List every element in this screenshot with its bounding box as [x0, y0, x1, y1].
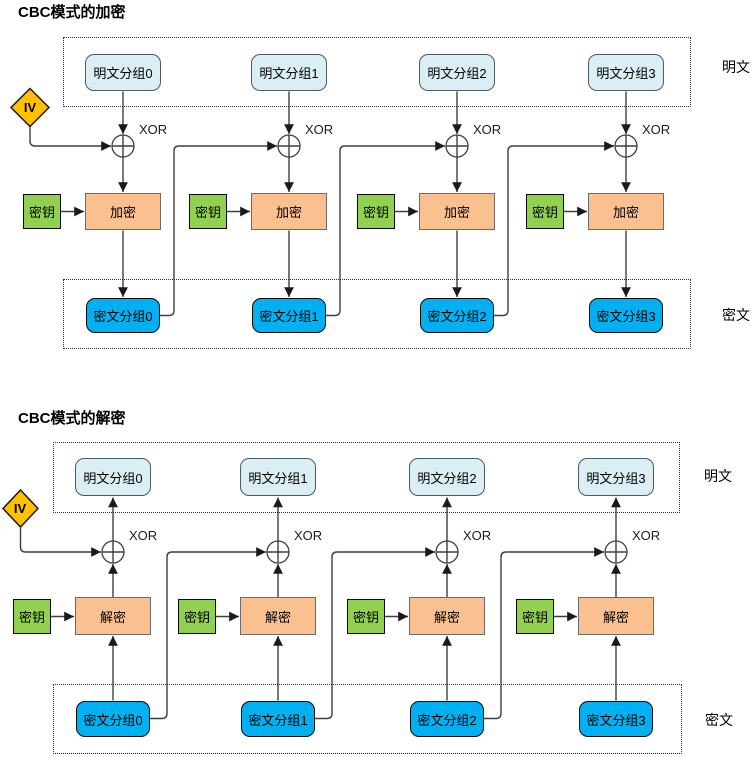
encrypt-box-2: 加密 [419, 193, 495, 230]
cipher-block-2: 密文分组2 [420, 298, 494, 333]
plaintext-group-frame [53, 442, 680, 513]
cipher-block-0: 密文分组0 [76, 701, 150, 737]
plaintext-group-frame [63, 37, 691, 107]
xor-label-1: XOR [294, 528, 323, 543]
xor-cross [267, 541, 289, 563]
encrypt-box-1: 加密 [251, 193, 327, 230]
ciphertext-row-label: 密文 [722, 307, 750, 323]
xor-cross [615, 135, 637, 157]
chain-cipher2-to-xor3 [484, 547, 604, 720]
cipher-block-2: 密文分组2 [410, 701, 484, 737]
plain-block-1: 明文分组1 [240, 458, 316, 496]
chain-cipher0-to-xor1 [160, 141, 277, 317]
key-box-0: 密钥 [23, 194, 61, 229]
chain-cipher0-to-xor1 [150, 547, 266, 720]
encryption-wires [9, 87, 638, 317]
plain-block-0: 明文分组0 [85, 54, 161, 91]
ciphertext-group-frame [53, 684, 682, 754]
xor-label-0: XOR [139, 122, 168, 137]
key-box-1: 密钥 [178, 599, 216, 634]
key-box-3: 密钥 [526, 194, 564, 229]
iv-wire [29, 126, 111, 151]
iv-label: IV [13, 501, 27, 516]
plain-block-0: 明文分组0 [75, 458, 151, 496]
xor-label-2: XOR [463, 528, 492, 543]
chain-cipher1-to-xor2 [326, 141, 445, 317]
plain-block-1: 明文分组1 [251, 54, 327, 91]
iv-wire [19, 527, 101, 557]
cipher-block-0: 密文分组0 [86, 298, 160, 333]
key-box-1: 密钥 [189, 194, 227, 229]
iv-label: IV [23, 100, 37, 115]
decrypt-box-0: 解密 [75, 597, 151, 635]
chain-cipher2-to-xor3 [494, 141, 614, 317]
decrypt-box-2: 解密 [409, 597, 485, 635]
key-box-0: 密钥 [13, 599, 51, 634]
ciphertext-row-label: 密文 [705, 712, 733, 728]
decrypt-box-1: 解密 [240, 597, 316, 635]
cipher-block-1: 密文分组1 [241, 701, 315, 737]
plain-block-3: 明文分组3 [588, 54, 664, 91]
xor-label-2: XOR [473, 122, 502, 137]
xor-cross [112, 135, 134, 157]
cipher-block-3: 密文分组3 [579, 701, 653, 737]
key-box-3: 密钥 [516, 599, 554, 634]
xor-cross [436, 541, 458, 563]
plaintext-row-label: 明文 [722, 59, 750, 75]
decrypt-box-3: 解密 [578, 597, 654, 635]
key-box-2: 密钥 [347, 599, 385, 634]
xor-cross [605, 541, 627, 563]
plain-block-3: 明文分组3 [578, 458, 654, 496]
decryption-title: CBC模式的解密 [18, 410, 126, 427]
xor-label-0: XOR [129, 528, 158, 543]
xor-cross [102, 541, 124, 563]
encrypt-box-3: 加密 [588, 193, 664, 230]
xor-cross [446, 135, 468, 157]
decryption-wires [1, 488, 628, 720]
encryption-title: CBC模式的加密 [18, 4, 126, 21]
ciphertext-group-frame [63, 279, 691, 349]
xor-label-3: XOR [642, 122, 671, 137]
chain-cipher1-to-xor2 [315, 547, 435, 720]
cipher-block-3: 密文分组3 [589, 298, 663, 333]
plaintext-row-label: 明文 [704, 468, 732, 484]
plain-block-2: 明文分组2 [419, 54, 495, 91]
xor-label-3: XOR [632, 528, 661, 543]
encrypt-box-0: 加密 [85, 193, 161, 230]
plain-block-2: 明文分组2 [409, 458, 485, 496]
key-box-2: 密钥 [357, 194, 395, 229]
cipher-block-1: 密文分组1 [252, 298, 326, 333]
xor-label-1: XOR [305, 122, 334, 137]
xor-cross [278, 135, 300, 157]
